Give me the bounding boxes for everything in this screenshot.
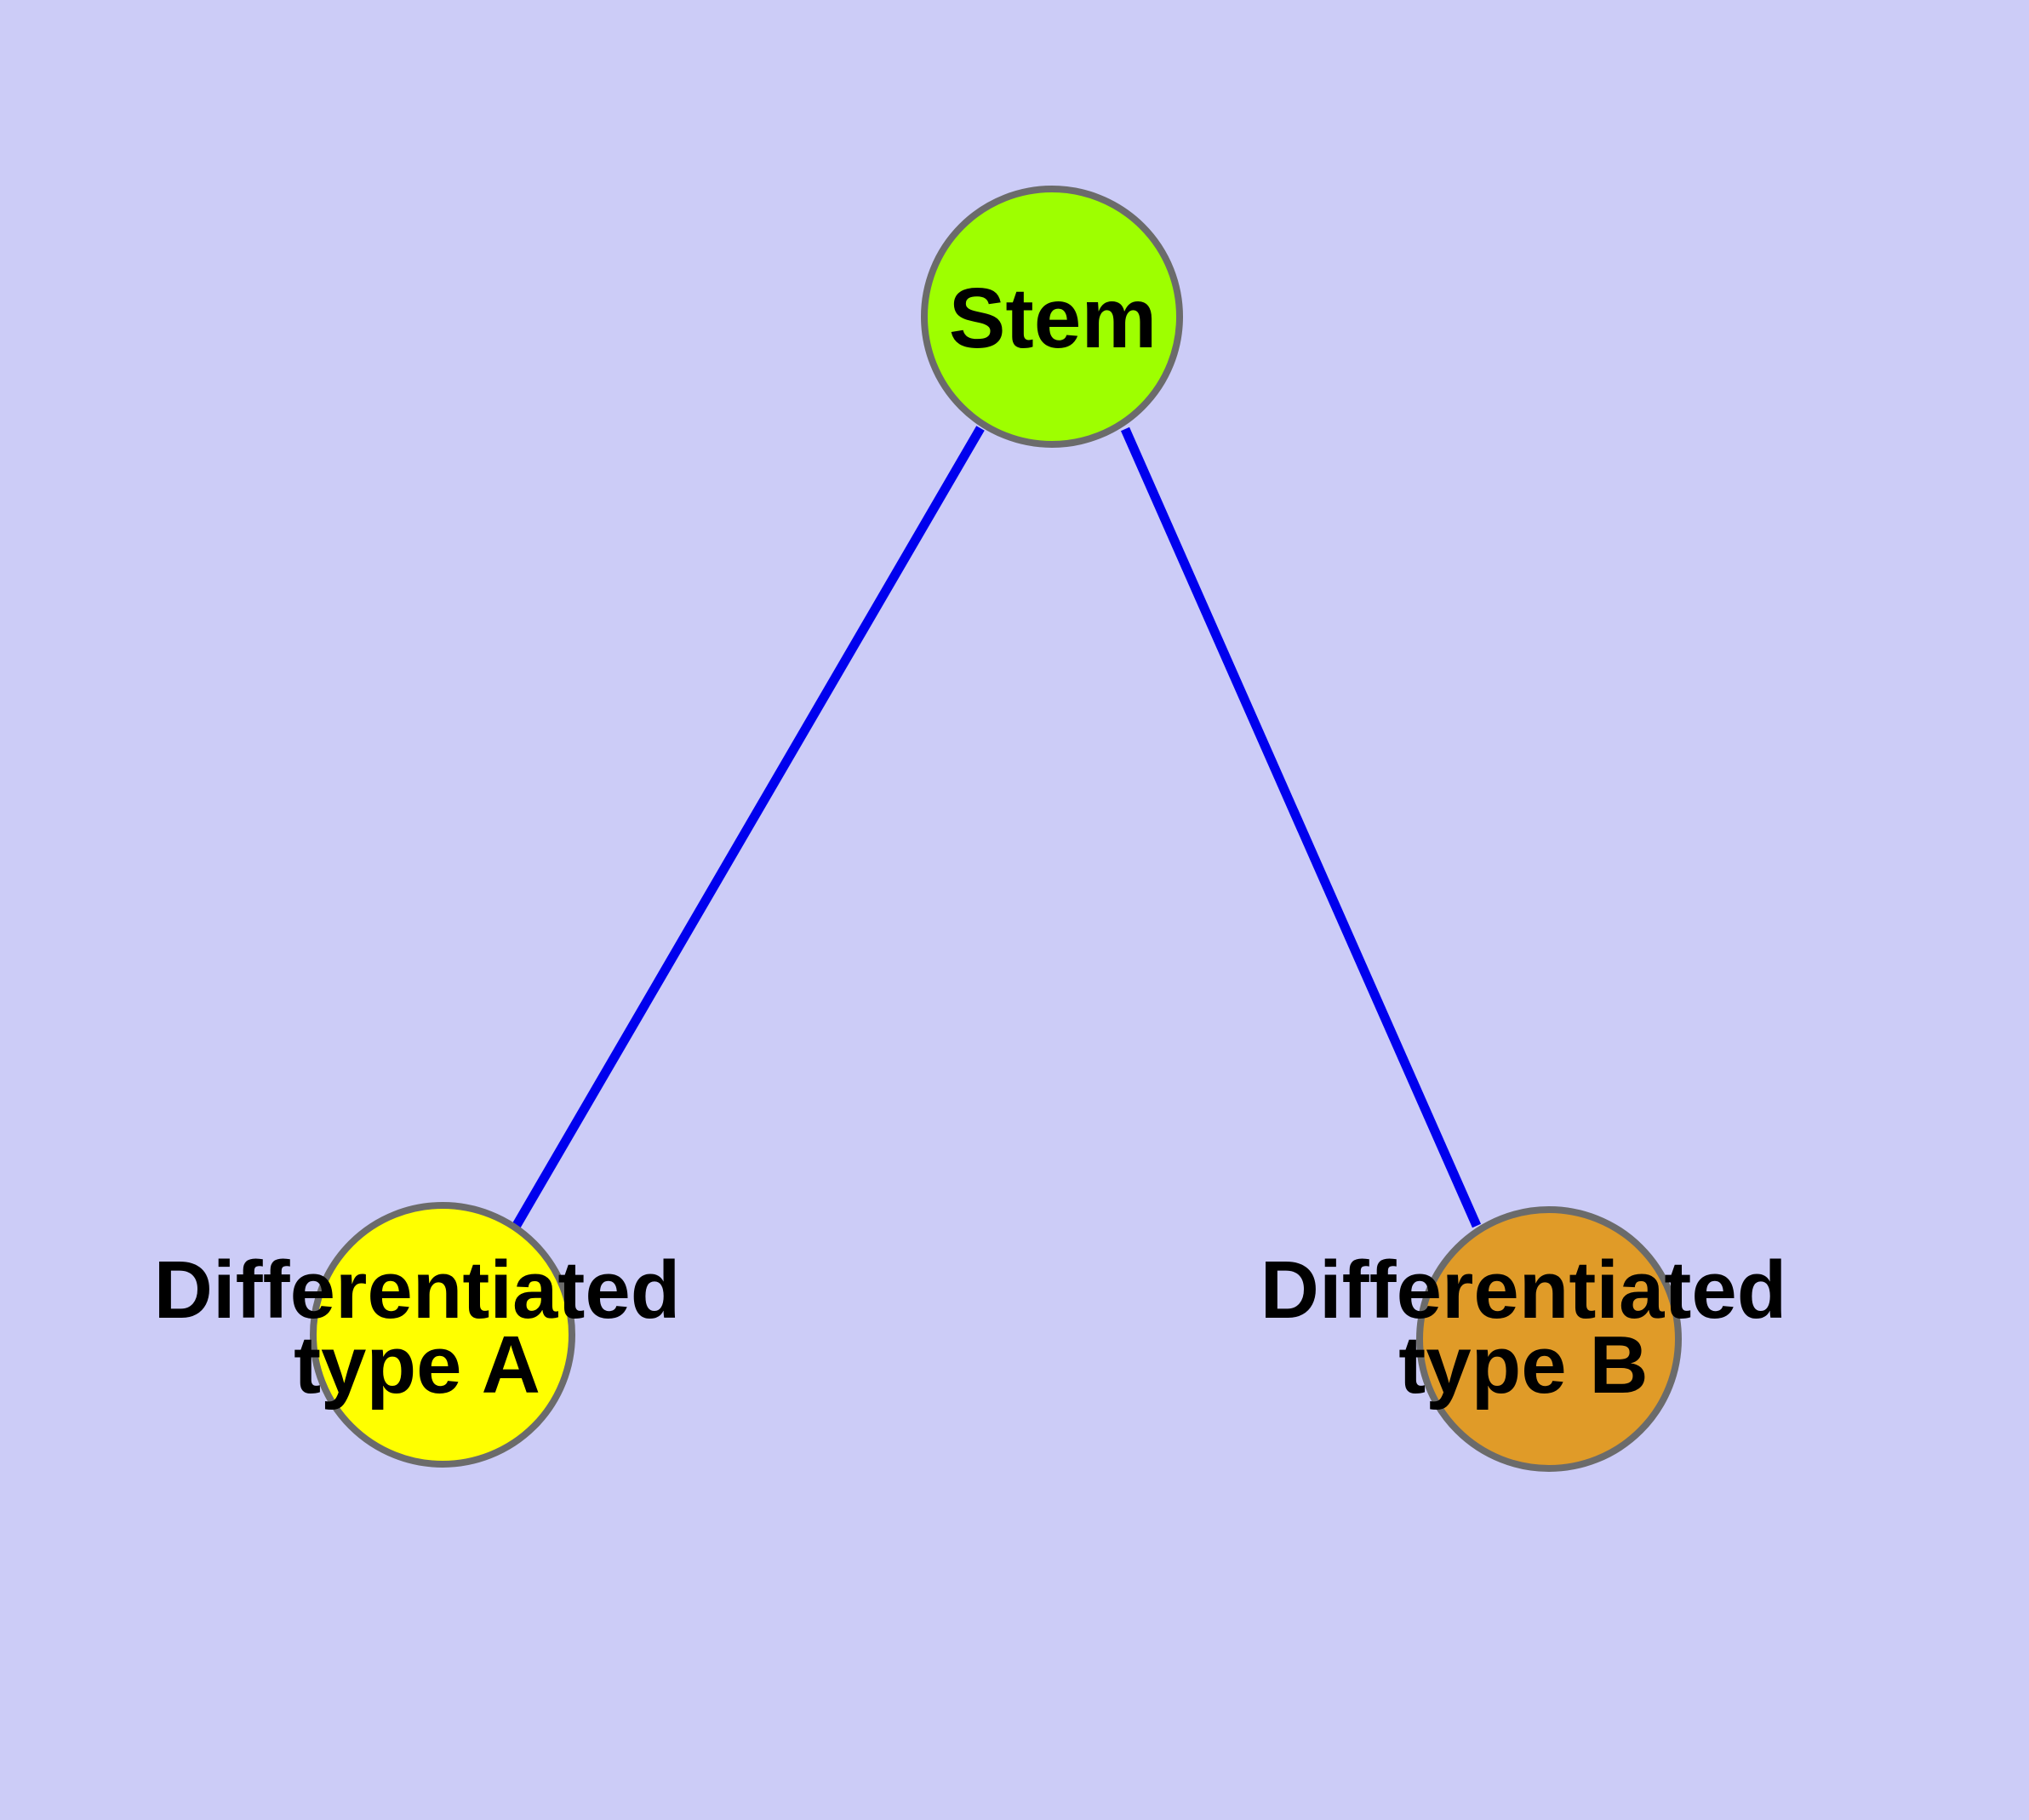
node-label-line: Stem — [949, 271, 1157, 366]
node-label-stem: Stem — [949, 271, 1157, 366]
edge-stem-to-b[interactable] — [1120, 426, 1482, 1228]
edge-stem-to-a[interactable] — [512, 426, 985, 1229]
node-circle-diff_b[interactable] — [1416, 1206, 1682, 1472]
edges-layer — [512, 426, 1482, 1229]
node-label-line: Differentiated — [1260, 1245, 1787, 1336]
node-circle-stem[interactable] — [921, 186, 1183, 448]
node-label-line: type A — [294, 1319, 540, 1411]
node-stem[interactable]: Stem — [921, 186, 1183, 448]
node-label-line: type B — [1398, 1319, 1648, 1411]
node-circle-diff_a[interactable] — [310, 1202, 575, 1468]
node-label-line: Differentiated — [154, 1245, 681, 1336]
